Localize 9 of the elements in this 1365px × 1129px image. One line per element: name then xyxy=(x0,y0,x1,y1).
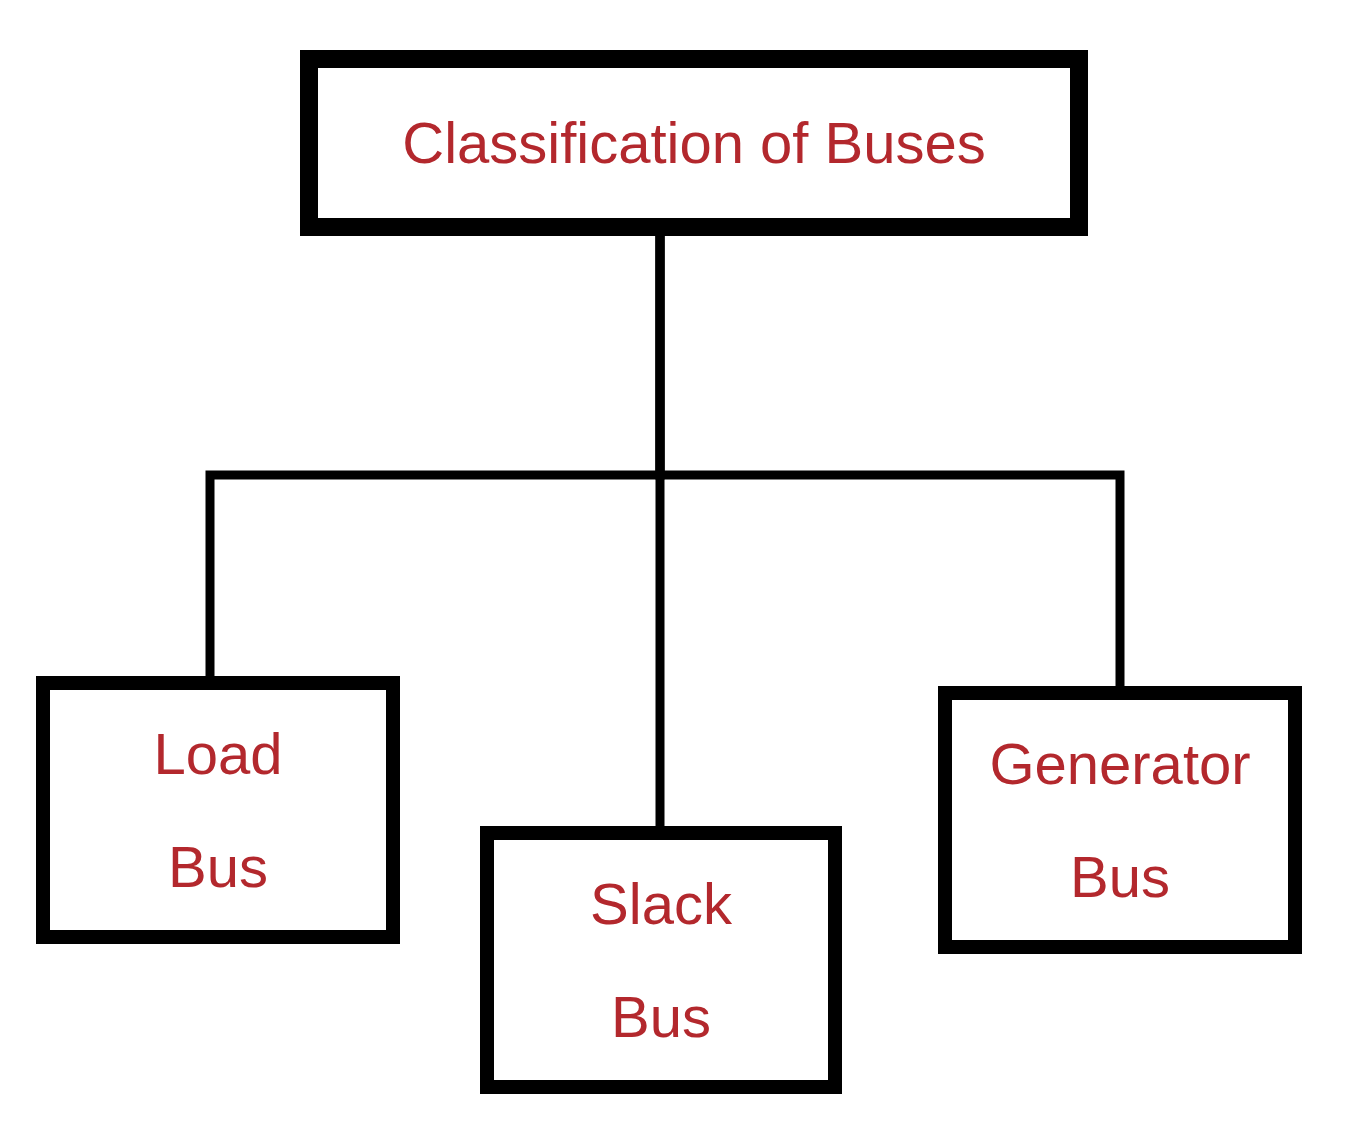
category-box xyxy=(938,686,1302,954)
title-box xyxy=(300,50,1088,236)
category-box xyxy=(480,826,842,1094)
category-label: Generator Bus xyxy=(988,729,1252,911)
category-box xyxy=(36,676,400,944)
category-label: Slack Bus xyxy=(589,869,733,1051)
connector-line xyxy=(655,236,1125,686)
category-label: Load Bus xyxy=(152,719,284,901)
heading-text: Classification of Buses xyxy=(402,109,986,178)
